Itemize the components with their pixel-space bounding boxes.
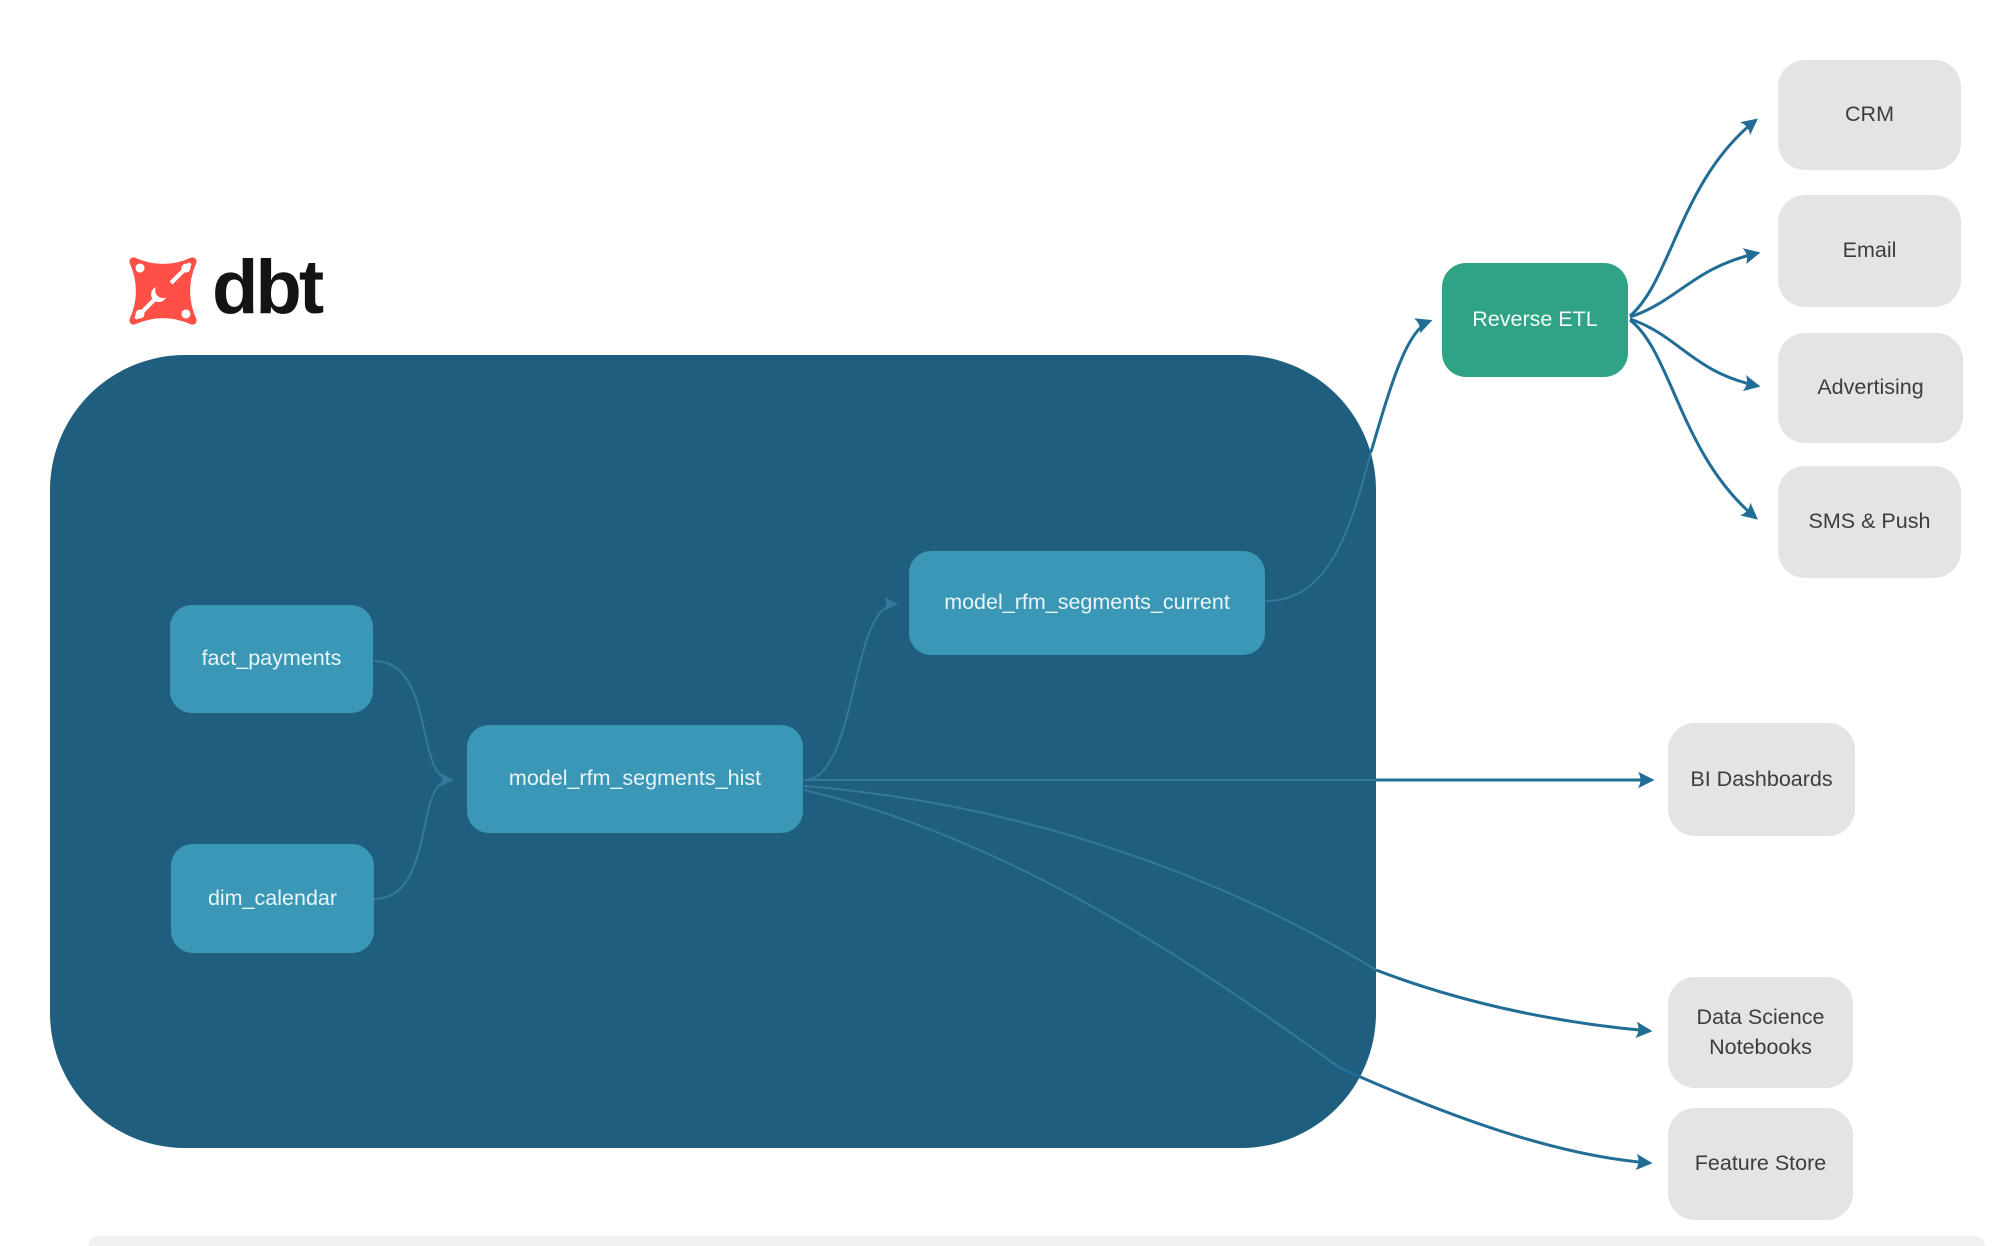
dbt-logo-icon xyxy=(129,257,197,325)
node-bi-dashboards: BI Dashboards xyxy=(1668,723,1855,836)
node-label: CRM xyxy=(1845,102,1894,127)
node-label: Feature Store xyxy=(1694,1151,1827,1176)
node-label: Data Science Notebooks xyxy=(1696,1005,1825,1059)
node-label: dim_calendar xyxy=(207,885,338,910)
node-label: Advertising xyxy=(1817,375,1924,400)
node-dim-calendar: dim_calendar xyxy=(171,844,374,953)
node-label: model_rfm_segments_hist xyxy=(508,766,762,791)
node-label: model_rfm_segments_current xyxy=(944,590,1230,615)
node-model-rfm-segments-current: model_rfm_segments_current xyxy=(909,551,1265,655)
dbt-logo: dbt xyxy=(122,245,324,334)
node-label: Email xyxy=(1842,238,1897,263)
node-fact-payments: fact_payments xyxy=(170,605,373,713)
node-advertising: Advertising xyxy=(1778,333,1963,443)
edge-reverse-etl-to-sms-push xyxy=(1629,318,1758,520)
node-label: fact_payments xyxy=(201,646,342,671)
node-crm: CRM xyxy=(1778,60,1961,170)
node-model-rfm-segments-hist: model_rfm_segments_hist xyxy=(467,725,803,833)
node-reverse-etl: Reverse ETL xyxy=(1442,263,1628,377)
node-label: Reverse ETL xyxy=(1472,307,1598,332)
node-label: SMS & Push xyxy=(1808,509,1931,534)
edge-reverse-etl-to-email xyxy=(1629,248,1761,319)
node-email: Email xyxy=(1778,195,1961,307)
edge-reverse-etl-to-crm xyxy=(1629,118,1758,318)
node-sms-push: SMS & Push xyxy=(1778,466,1961,578)
dbt-logo-text: dbt xyxy=(212,245,324,330)
node-label: BI Dashboards xyxy=(1690,766,1833,791)
edge-reverse-etl-to-advertising xyxy=(1629,317,1761,392)
edge-current-to-reverse-etl xyxy=(1369,318,1433,453)
bottom-edge-strip xyxy=(88,1236,1985,1246)
node-data-science-notebooks: Data Science Notebooks xyxy=(1668,977,1853,1088)
edge-hist-to-feature-store xyxy=(1339,1066,1653,1171)
node-feature-store: Feature Store xyxy=(1668,1108,1853,1220)
edge-hist-to-data-science-notebooks xyxy=(1375,968,1653,1039)
